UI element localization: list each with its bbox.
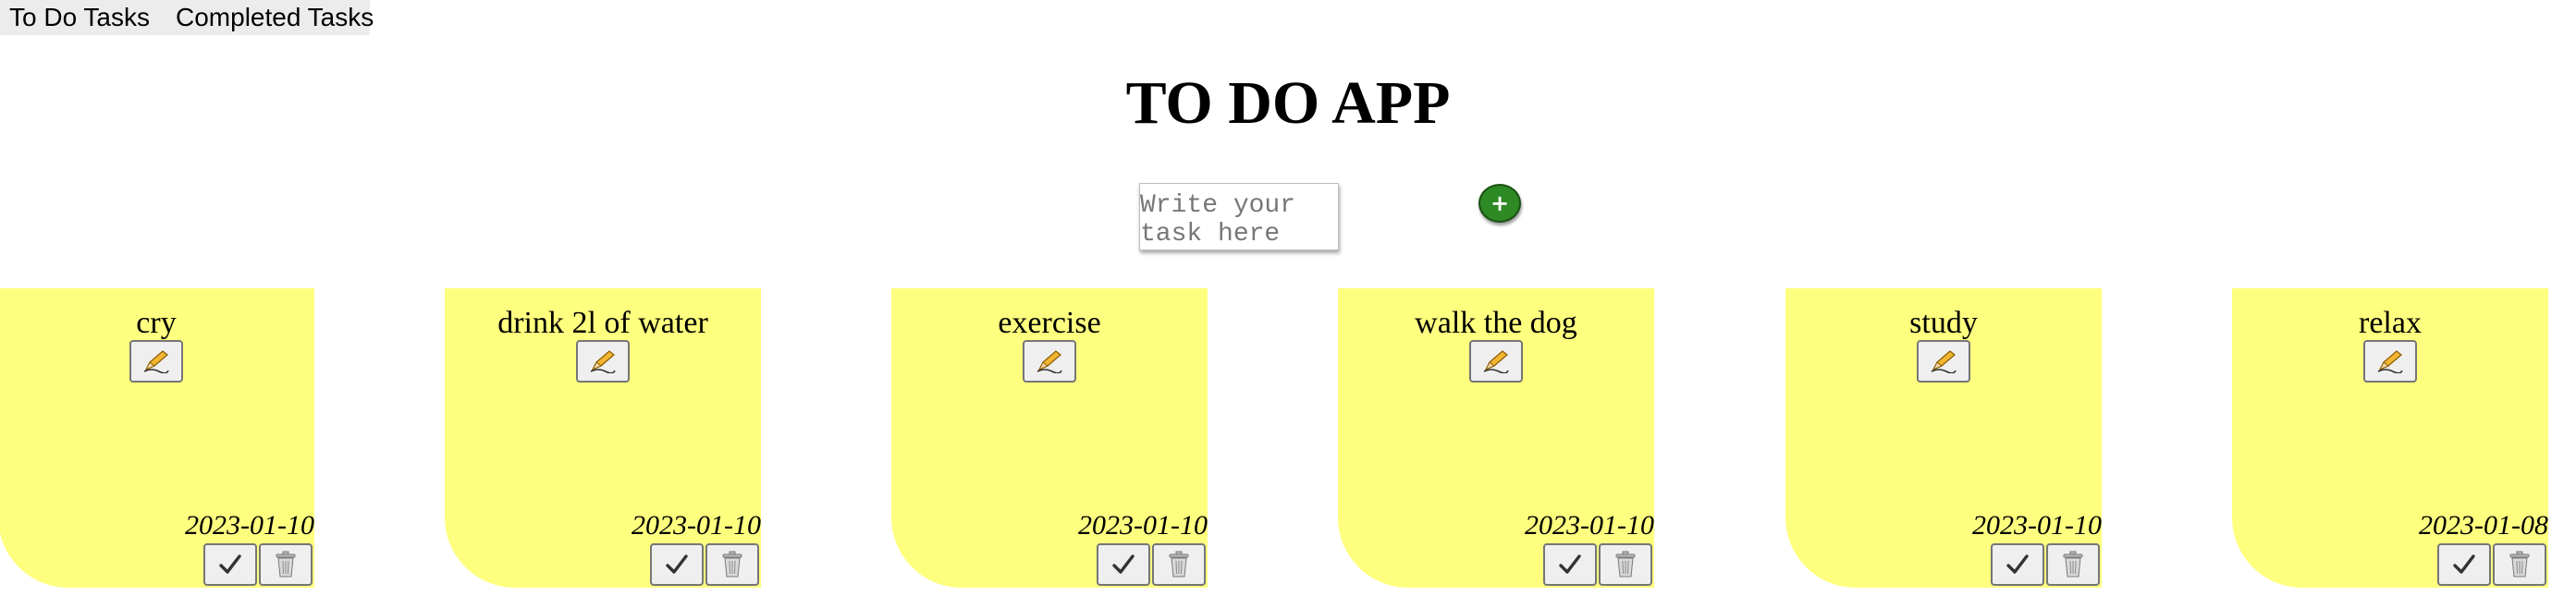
task-note: relax 2023-01-08 bbox=[2232, 288, 2548, 588]
task-title: exercise bbox=[998, 306, 1101, 340]
task-actions bbox=[203, 543, 313, 586]
trash-icon bbox=[1613, 551, 1638, 578]
complete-task-button[interactable] bbox=[1097, 543, 1150, 586]
complete-task-button[interactable] bbox=[1543, 543, 1597, 586]
delete-task-button[interactable] bbox=[259, 543, 313, 586]
edit-task-button[interactable] bbox=[129, 340, 183, 383]
pencil-icon bbox=[2376, 349, 2404, 373]
task-date: 2023-01-10 bbox=[185, 510, 314, 541]
task-date: 2023-01-10 bbox=[1525, 510, 1654, 541]
complete-task-button[interactable] bbox=[1991, 543, 2044, 586]
task-actions bbox=[1991, 543, 2100, 586]
edit-task-button[interactable] bbox=[1917, 340, 1970, 383]
task-note: drink 2l of water 2023-01-10 bbox=[445, 288, 761, 588]
top-nav: To Do Tasks Completed Tasks bbox=[0, 0, 374, 35]
task-date: 2023-01-08 bbox=[2419, 510, 2548, 541]
trash-icon bbox=[274, 551, 298, 578]
task-title: relax bbox=[2359, 306, 2422, 340]
complete-task-button[interactable] bbox=[2437, 543, 2491, 586]
pencil-icon bbox=[1930, 349, 1957, 373]
pencil-icon bbox=[1036, 349, 1063, 373]
checkmark-icon bbox=[1558, 553, 1582, 576]
task-title: drink 2l of water bbox=[497, 306, 708, 340]
task-actions bbox=[2437, 543, 2546, 586]
checkmark-icon bbox=[2006, 553, 2030, 576]
tab-completed-tasks[interactable]: Completed Tasks bbox=[176, 3, 374, 31]
delete-task-button[interactable] bbox=[2493, 543, 2546, 586]
plus-icon: + bbox=[1490, 190, 1510, 216]
task-note: study 2023-01-10 bbox=[1785, 288, 2102, 588]
delete-task-button[interactable] bbox=[705, 543, 759, 586]
checkmark-icon bbox=[1111, 553, 1135, 576]
add-task-button[interactable]: + bbox=[1478, 184, 1521, 223]
task-input[interactable] bbox=[1139, 183, 1339, 250]
trash-icon bbox=[720, 551, 744, 578]
pencil-icon bbox=[1482, 349, 1510, 373]
checkmark-icon bbox=[665, 553, 689, 576]
task-actions bbox=[650, 543, 759, 586]
complete-task-button[interactable] bbox=[650, 543, 704, 586]
delete-task-button[interactable] bbox=[1152, 543, 1206, 586]
trash-icon bbox=[2508, 551, 2532, 578]
task-note: walk the dog 2023-01-10 bbox=[1338, 288, 1654, 588]
trash-icon bbox=[1167, 551, 1191, 578]
task-date: 2023-01-10 bbox=[1078, 510, 1208, 541]
task-note: exercise 2023-01-10 bbox=[891, 288, 1208, 588]
task-title: study bbox=[1909, 306, 1978, 340]
task-actions bbox=[1097, 543, 1206, 586]
task-actions bbox=[1543, 543, 1652, 586]
edit-task-button[interactable] bbox=[1469, 340, 1523, 383]
pencil-icon bbox=[142, 349, 170, 373]
task-title: cry bbox=[136, 306, 177, 340]
task-title: walk the dog bbox=[1415, 306, 1577, 340]
task-date: 2023-01-10 bbox=[1972, 510, 2102, 541]
pencil-icon bbox=[589, 349, 617, 373]
delete-task-button[interactable] bbox=[2046, 543, 2100, 586]
checkmark-icon bbox=[218, 553, 242, 576]
page-title: TO DO APP bbox=[1125, 69, 1451, 137]
task-date: 2023-01-10 bbox=[632, 510, 761, 541]
edit-task-button[interactable] bbox=[576, 340, 630, 383]
tab-to-do-tasks[interactable]: To Do Tasks bbox=[9, 3, 150, 31]
edit-task-button[interactable] bbox=[1023, 340, 1076, 383]
trash-icon bbox=[2061, 551, 2085, 578]
delete-task-button[interactable] bbox=[1599, 543, 1652, 586]
task-note: cry 2023-01-10 bbox=[0, 288, 314, 588]
edit-task-button[interactable] bbox=[2363, 340, 2417, 383]
checkmark-icon bbox=[2452, 553, 2476, 576]
complete-task-button[interactable] bbox=[203, 543, 257, 586]
